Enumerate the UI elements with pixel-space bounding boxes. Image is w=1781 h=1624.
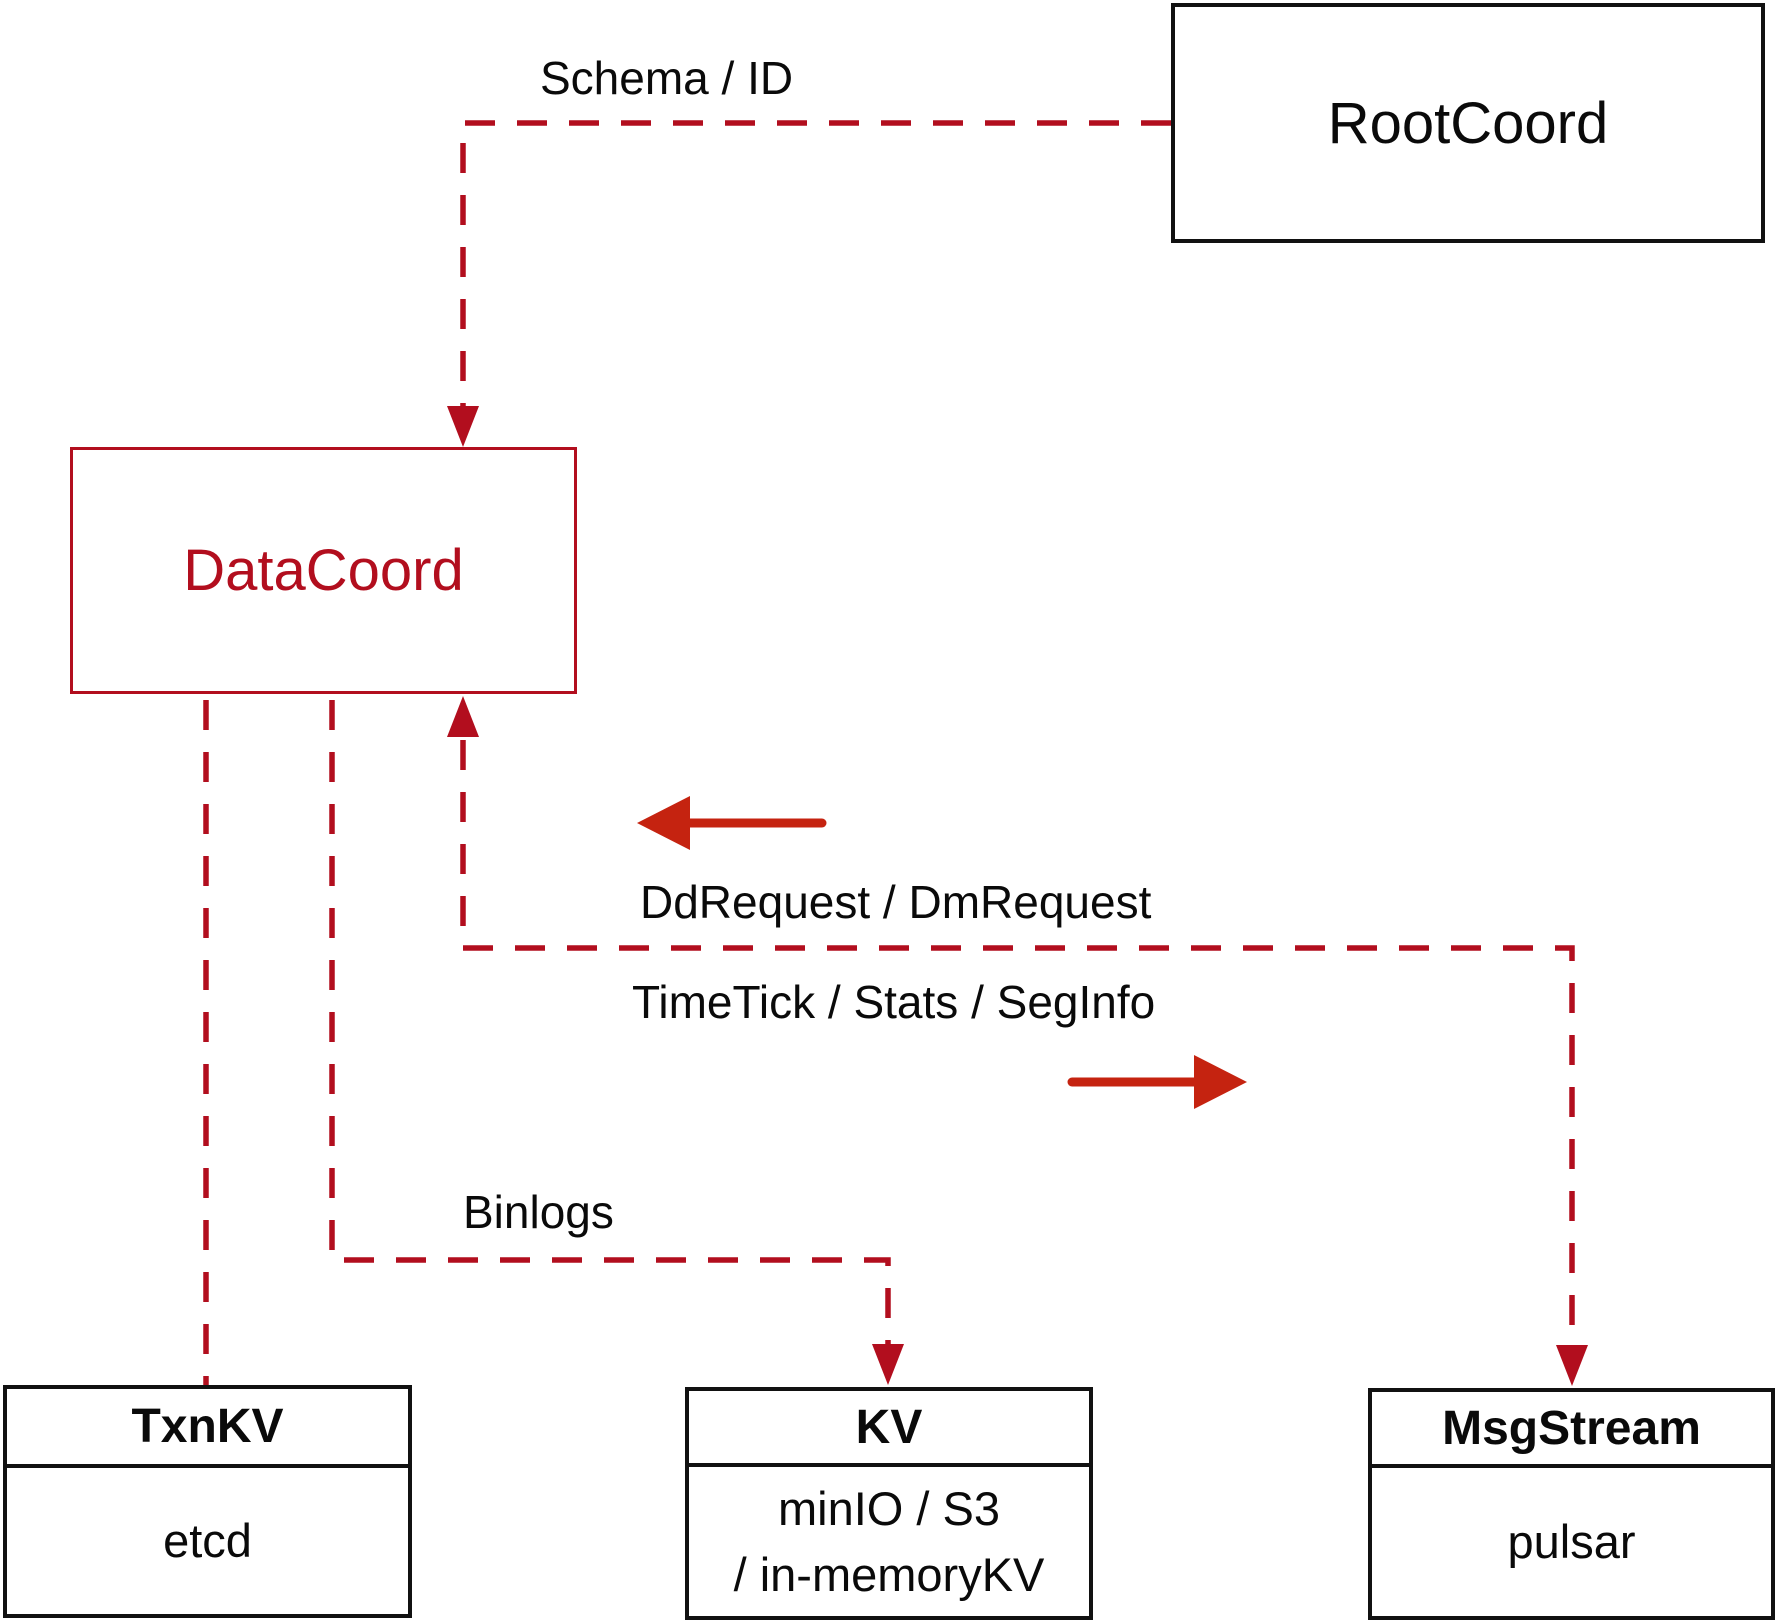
txnkv-body: etcd bbox=[163, 1514, 252, 1567]
datacoord-label: DataCoord bbox=[183, 538, 464, 603]
kv-body-line1: minIO / S3 bbox=[777, 1481, 1000, 1535]
dd-request-edge-label: DdRequest / DmRequest bbox=[640, 876, 1152, 928]
msgstream-body: pulsar bbox=[1507, 1515, 1636, 1568]
txnkv-node: TxnKV etcd bbox=[3, 1385, 412, 1618]
datacoord-bottom-arrowhead-icon bbox=[447, 696, 479, 737]
binlogs-edge bbox=[329, 700, 891, 1346]
rootcoord-label: RootCoord bbox=[1327, 90, 1609, 156]
datacoord-msgstream-edge bbox=[460, 740, 1575, 1347]
schema-id-edge-label: Schema / ID bbox=[540, 52, 794, 104]
rootcoord-node: RootCoord bbox=[1171, 3, 1765, 243]
left-direction-arrow-icon bbox=[637, 796, 827, 850]
schema-id-arrowhead-icon bbox=[447, 406, 479, 447]
kv-title: KV bbox=[689, 1391, 1089, 1467]
kv-body-line2: / in-memoryKV bbox=[733, 1547, 1045, 1601]
datacoord-node: DataCoord bbox=[70, 447, 577, 694]
right-direction-arrow-icon bbox=[1067, 1055, 1247, 1109]
binlogs-arrowhead-icon bbox=[872, 1344, 904, 1385]
txnkv-title: TxnKV bbox=[7, 1389, 408, 1468]
msgstream-title: MsgStream bbox=[1372, 1392, 1771, 1468]
msgstream-arrowhead-icon bbox=[1556, 1345, 1588, 1386]
kv-node: KV minIO / S3 / in-memoryKV bbox=[685, 1387, 1093, 1620]
msgstream-node: MsgStream pulsar bbox=[1368, 1388, 1775, 1620]
time-tick-edge-label: TimeTick / Stats / SegInfo bbox=[632, 976, 1156, 1028]
binlogs-edge-label: Binlogs bbox=[463, 1186, 614, 1238]
schema-id-edge bbox=[460, 120, 1171, 410]
